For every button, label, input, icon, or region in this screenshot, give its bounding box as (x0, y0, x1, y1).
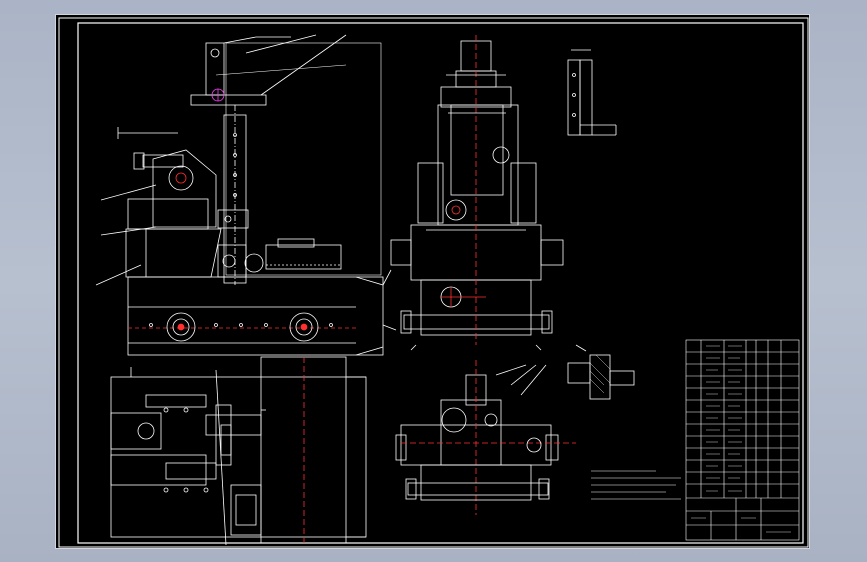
detail-bracket-view (567, 49, 617, 136)
sheet-inner-border (77, 22, 804, 544)
cad-viewport[interactable] (55, 14, 810, 549)
parts-list-cell-marks (691, 345, 791, 533)
sheet-outer-border (58, 17, 809, 548)
side-view (390, 35, 564, 351)
detail-joint-view (567, 344, 635, 400)
mechanical-assembly-drawing[interactable] (56, 15, 811, 550)
top-view (110, 356, 367, 546)
front-view (95, 34, 397, 356)
parts-list-table (685, 339, 800, 541)
section-view (395, 360, 576, 515)
technical-notes (591, 470, 681, 500)
